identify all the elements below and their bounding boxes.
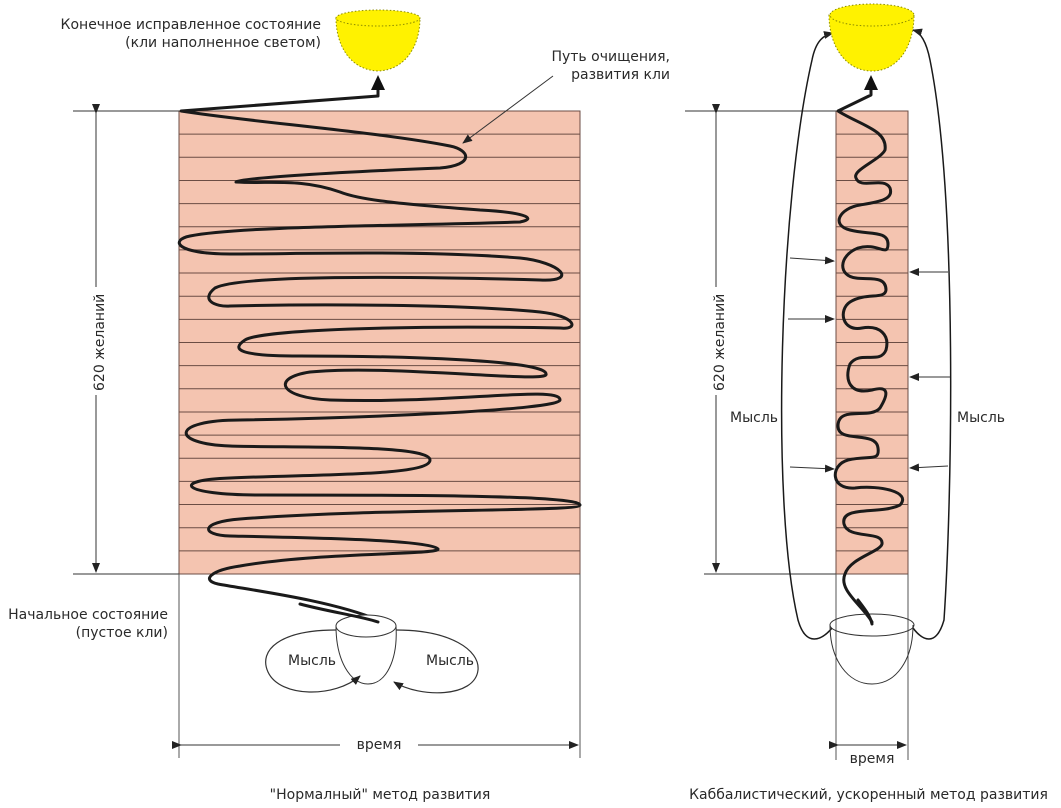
left-up-arrow-head bbox=[371, 75, 385, 90]
left-band-stripes bbox=[179, 133, 580, 552]
right-desires-label: 620 желаний bbox=[712, 287, 728, 395]
right-diagram bbox=[685, 3, 952, 760]
right-filled-vessel bbox=[828, 3, 915, 72]
left-path-end bbox=[298, 602, 380, 624]
right-correction-path bbox=[833, 81, 904, 624]
left-caption: "Нормалный" метод развития bbox=[269, 787, 491, 803]
left-empty-vessel bbox=[335, 614, 397, 685]
left-diagram bbox=[73, 9, 582, 758]
final-state-label: Конечное исправленное состояние (кли нап… bbox=[61, 16, 321, 52]
right-thought-arrow bbox=[789, 464, 835, 473]
right-thought-label-right: Мысль bbox=[957, 410, 1006, 426]
right-thought-label-left: Мысль bbox=[730, 410, 779, 426]
left-time-label: время bbox=[356, 737, 402, 753]
left-thought-label-right: Мысль bbox=[426, 653, 475, 669]
right-caption: Каббалистический, ускоренный метод разви… bbox=[689, 787, 1048, 803]
right-thought-arrow bbox=[789, 256, 835, 265]
initial-state-line1: Начальное состояние bbox=[8, 607, 168, 623]
right-thought-loop-left bbox=[780, 31, 834, 640]
initial-state-line2: (пустое кли) bbox=[75, 625, 168, 641]
right-empty-vessel bbox=[829, 613, 915, 685]
left-thought-loop-left bbox=[265, 629, 361, 693]
right-time-label: время bbox=[849, 751, 895, 767]
final-state-line1: Конечное исправленное состояние bbox=[60, 17, 321, 33]
left-filled-vessel bbox=[335, 9, 421, 72]
right-up-arrow-head bbox=[864, 75, 878, 90]
left-thought-label-left: Мысль bbox=[288, 653, 337, 669]
left-correction-path bbox=[177, 81, 582, 622]
path-label-line1: Путь очищения, bbox=[551, 49, 670, 65]
right-path-end bbox=[856, 598, 874, 626]
right-thought-loop-right bbox=[912, 28, 952, 640]
left-time-label-bg bbox=[340, 736, 418, 754]
left-path-label-pointer bbox=[462, 75, 554, 144]
left-desires-label: 620 желаний bbox=[92, 287, 108, 395]
path-label: Путь очищения, развития кли bbox=[551, 48, 670, 84]
final-state-line2: (кли наполненное светом) bbox=[125, 35, 321, 51]
path-label-line2: развития кли bbox=[571, 67, 670, 83]
right-thought-arrow bbox=[909, 463, 949, 472]
left-thought-loop-right bbox=[393, 629, 479, 694]
initial-state-label: Начальное состояние (пустое кли) bbox=[8, 606, 168, 642]
